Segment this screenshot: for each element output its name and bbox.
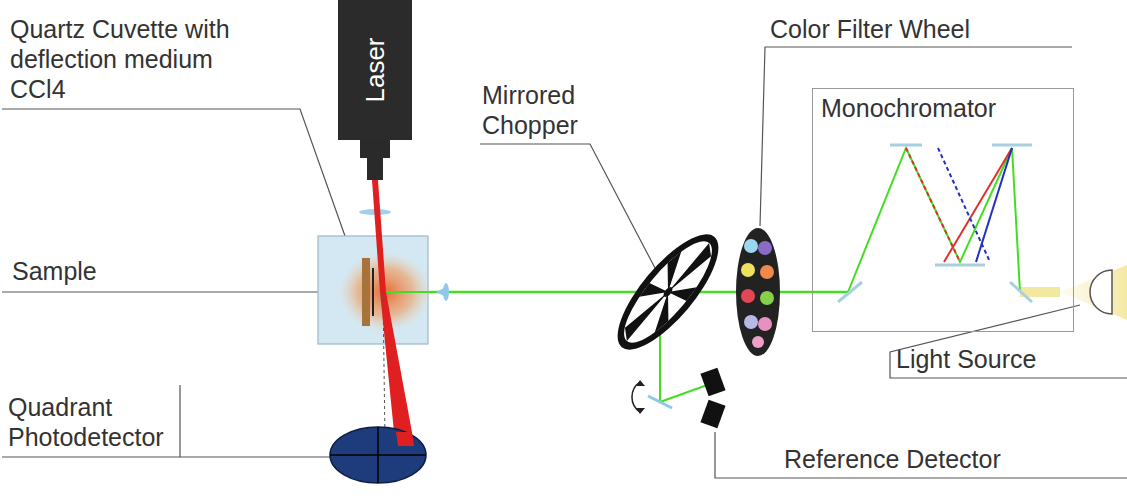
leader-lines [2,47,1127,478]
light-source-label: Light Source [896,344,1036,374]
reference-detector [632,368,726,429]
deflected-beam [380,292,412,432]
detector-label: Quadrant Photodetector [8,392,208,452]
laser-box: Laser [338,0,412,140]
monochromator-box: Monochromator [812,88,1074,332]
sample-film [372,268,374,316]
sample-plate [362,258,370,326]
cuvette-label: Quartz Cuvette with deflection medium CC… [10,14,245,104]
node-label: Monochromator [813,89,1073,123]
sample-label: Sample [12,256,97,286]
quadrant-photodetector [330,427,426,483]
laser-beam [372,180,386,292]
color-filter-wheel [736,228,780,356]
node-label: Laser [360,37,390,102]
monochromator-optics [838,145,1127,320]
undeflected-path [383,292,385,440]
light-source-lamp [1090,270,1112,314]
reference-detector-label: Reference Detector [784,444,1001,474]
mirrored-chopper [602,220,734,364]
filter-wheel-label: Color Filter Wheel [770,14,970,44]
chopper-label: Mirrored Chopper [482,80,632,140]
